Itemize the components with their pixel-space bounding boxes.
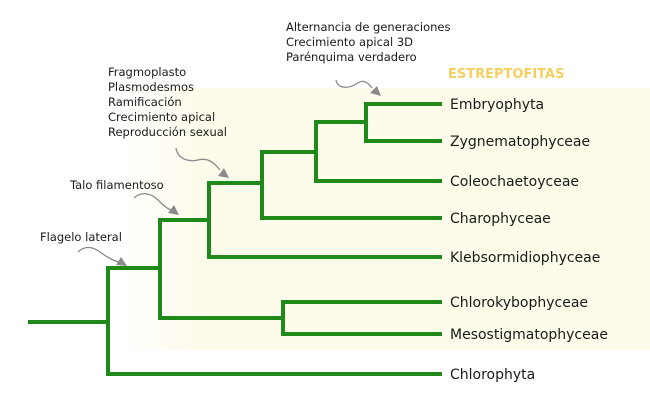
taxon-chlorokybophyceae: Chlorokybophyceae [450,295,588,311]
taxon-coleochaetoyceae: Coleochaetoyceae [450,174,579,190]
taxon-chlorophyta: Chlorophyta [450,367,535,383]
tree-branches [28,102,442,376]
arrow-talo-filamentoso [133,193,179,215]
annotation-talo-filamentoso: Talo filamentoso [69,178,164,192]
taxon-mesostigmatophyceae: Mesostigmatophyceae [450,327,608,343]
taxon-zygnematophyceae: Zygnematophyceae [450,134,590,150]
taxon-charophyceae: Charophyceae [450,211,551,227]
arrow-flagelo-lateral [77,246,127,266]
arrow-fragmoplasto [175,147,229,178]
clade-label-estreptofitas: ESTREPTOFITAS [448,67,564,82]
taxon-klebsormidiophyceae: Klebsormidiophyceae [450,250,600,266]
taxon-embryophyta: Embryophyta [450,97,544,113]
annotation-fragmoplasto: Fragmoplasto Plasmodesmos Ramificación C… [108,65,227,139]
arrow-alternancia [335,79,381,96]
annotation-alternancia: Alternancia de generaciones Crecimiento … [286,20,454,64]
taxon-labels: Embryophyta Zygnematophyceae Coleochaeto… [450,97,608,383]
annotation-flagelo-lateral: Flagelo lateral [40,230,122,244]
annotation-arrows [77,79,381,266]
